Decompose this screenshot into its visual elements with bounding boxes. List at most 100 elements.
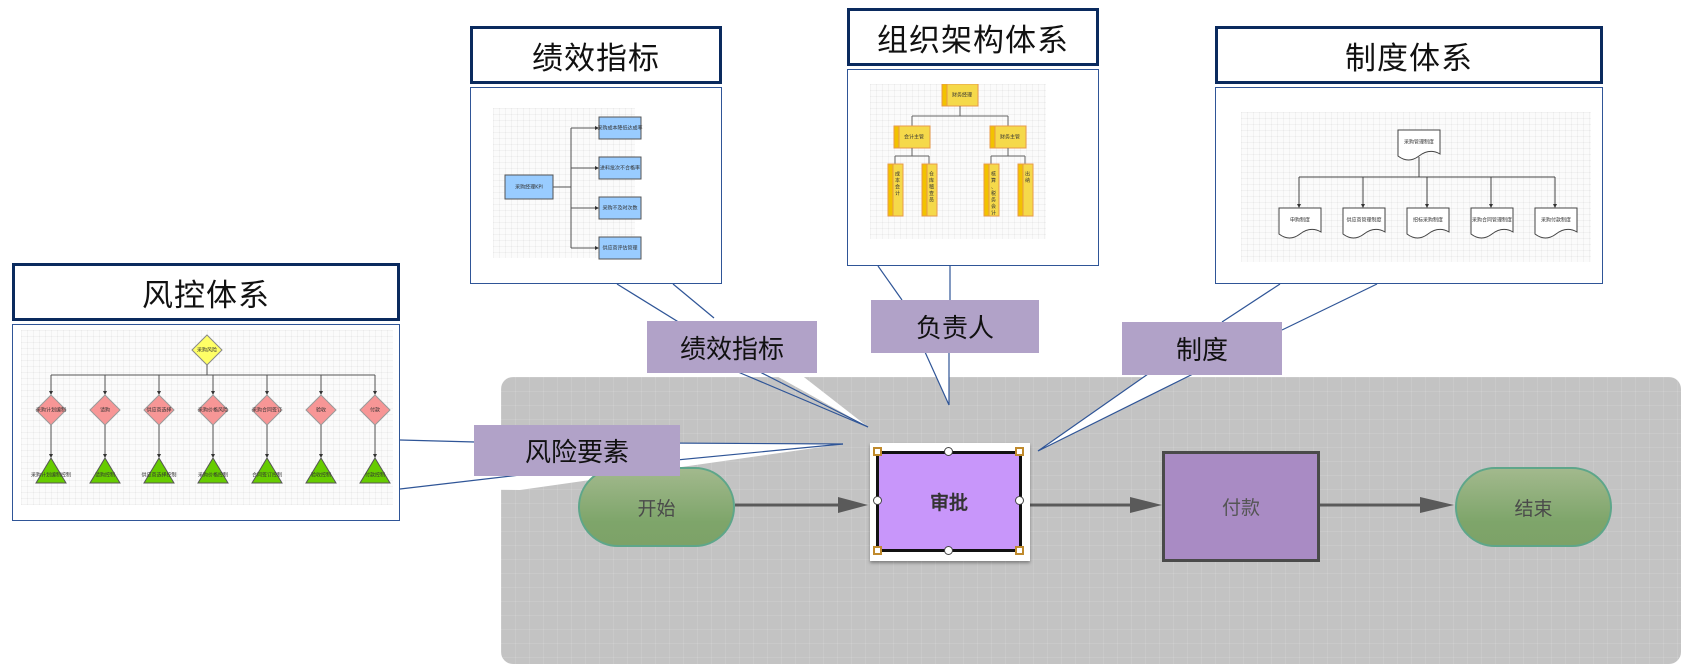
control-label: 验收控制 [311, 472, 331, 479]
org-staff-stripe [983, 163, 990, 217]
arrowhead [1489, 204, 1493, 208]
org-manager-label: 财务主管 [1000, 134, 1020, 141]
org-staff-label: 成 [895, 171, 900, 178]
connection-point-top[interactable] [944, 447, 953, 456]
org-staff-label: 核 [991, 171, 996, 178]
control-label: 付款控制 [365, 472, 385, 479]
risk-label: 付款 [370, 407, 380, 414]
org-staff-label: 员 [929, 198, 934, 204]
kpi-root-label: 采购经理KPI [515, 184, 543, 191]
kpi-root-box [504, 174, 554, 200]
connection-point-left[interactable] [873, 496, 882, 505]
policy-item-label: 供应商管理制度 [1346, 217, 1381, 224]
arrowhead [49, 391, 53, 395]
policy-item-shape [1406, 207, 1450, 239]
control-label: 请购控制 [95, 472, 115, 479]
resize-handle-top-left[interactable] [873, 447, 882, 456]
org-staff-label: 纳 [1025, 177, 1030, 184]
node-pay[interactable]: 付款 [1162, 451, 1320, 562]
arrowhead [595, 206, 599, 210]
kpi-item-label: 采购不及时次数 [602, 205, 637, 212]
policy-item-label: 采购付款制度 [1541, 217, 1571, 224]
control-label: 合同签订控制 [252, 472, 282, 479]
risk-label: 请购 [100, 407, 110, 414]
control-label: 供应商选择控制 [141, 472, 176, 479]
org-staff-label: 、 [991, 185, 996, 191]
org-staff-label: 本 [895, 177, 900, 184]
arrowhead [595, 126, 599, 130]
arrowhead [49, 454, 53, 458]
org-staff-label: 务 [991, 197, 996, 204]
resize-handle-bottom-left[interactable] [873, 546, 882, 555]
policy-item-shape [1342, 207, 1386, 239]
policy-root-shape [1397, 129, 1441, 161]
policy-panel-title: 制度体系 [1215, 26, 1603, 84]
kpi-item-box [598, 116, 642, 140]
arrowhead [103, 454, 107, 458]
risk-root-label: 采购风险 [197, 347, 217, 354]
node-start[interactable]: 开始 [578, 467, 735, 547]
arrowhead [1425, 204, 1429, 208]
policy-item-shape [1534, 207, 1578, 239]
control-triangle [359, 457, 391, 484]
control-triangle [35, 457, 67, 484]
callout-risk[interactable]: 风险要素 [474, 425, 680, 476]
org-staff-stripe [921, 163, 928, 217]
arrowhead [157, 454, 161, 458]
arrowhead [319, 454, 323, 458]
node-approve[interactable]: 审批 [876, 451, 1022, 552]
org-staff-label: 会 [991, 203, 996, 210]
control-label: 采购计划编制控制 [31, 472, 71, 479]
org-staff-label: 仓 [929, 171, 934, 178]
arrowhead [595, 246, 599, 250]
arrowhead [1553, 204, 1557, 208]
kpi-item-label: 采购成本降低达成率 [597, 125, 642, 132]
arrowhead [595, 166, 599, 170]
kpi-item-box [598, 196, 642, 220]
org-staff-stripe [1017, 163, 1024, 217]
resize-handle-top-right[interactable] [1015, 447, 1024, 456]
org-panel-body[interactable]: 财务经理会计主管财务主管成本会计仓库稽查员核算、税务会计出纳 [847, 69, 1099, 266]
arrowhead [103, 391, 107, 395]
policy-thumbnail: 采购管理制度申购制度供应商管理制度招标采购制度采购合同管理制度采购付款制度 [1241, 112, 1591, 262]
arrowhead [319, 391, 323, 395]
policy-item-shape [1470, 207, 1514, 239]
connection-point-bottom[interactable] [944, 546, 953, 555]
kpi-panel-title: 绩效指标 [470, 26, 722, 84]
control-triangle [197, 457, 229, 484]
org-tree: 财务经理会计主管财务主管成本会计仓库稽查员核算、税务会计出纳 [887, 83, 1034, 217]
kpi-item-label: 供应商评估管理 [602, 245, 637, 252]
org-staff-label: 税 [991, 190, 996, 197]
kpi-item-box [598, 156, 642, 180]
kpi-item-box [598, 236, 642, 260]
control-triangle [143, 457, 175, 484]
callout-owner[interactable]: 负责人 [871, 300, 1039, 353]
policy-item-shape [1278, 207, 1322, 239]
connection-point-right[interactable] [1015, 496, 1024, 505]
arrowhead [157, 391, 161, 395]
risk-label: 采购合同签订 [252, 407, 282, 414]
policy-panel-body[interactable]: 采购管理制度申购制度供应商管理制度招标采购制度采购合同管理制度采购付款制度 [1215, 87, 1603, 284]
kpi-panel-body[interactable]: 采购经理KPI 采购成本降低达成率进料批次不合格率采购不及时次数供应商评估管理 [470, 87, 722, 284]
org-root-stripe [941, 83, 948, 107]
org-manager-stripe [893, 125, 900, 149]
arrowhead [373, 454, 377, 458]
org-staff-label: 计 [895, 190, 900, 197]
arrowhead [1361, 204, 1365, 208]
org-staff-label: 计 [991, 210, 996, 217]
policy-root-label: 采购管理制度 [1404, 139, 1434, 146]
resize-handle-bottom-right[interactable] [1015, 546, 1024, 555]
arrowhead [373, 391, 377, 395]
control-triangle [305, 457, 337, 484]
callout-kpi[interactable]: 绩效指标 [647, 321, 817, 373]
node-end[interactable]: 结束 [1455, 467, 1612, 547]
org-staff-label: 算 [991, 177, 996, 184]
control-triangle [251, 457, 283, 484]
risk-panel-body[interactable]: 采购风险采购计划编制采购计划编制控制请购请购控制供应商选择供应商选择控制采购价格… [12, 324, 400, 521]
callout-policy[interactable]: 制度 [1122, 322, 1282, 375]
org-staff-stripe [887, 163, 894, 217]
policy-item-label: 申购制度 [1290, 217, 1310, 224]
kpi-item-label: 进料批次不合格率 [600, 165, 640, 172]
org-staff-label: 稽 [929, 184, 934, 191]
arrowhead [265, 454, 269, 458]
